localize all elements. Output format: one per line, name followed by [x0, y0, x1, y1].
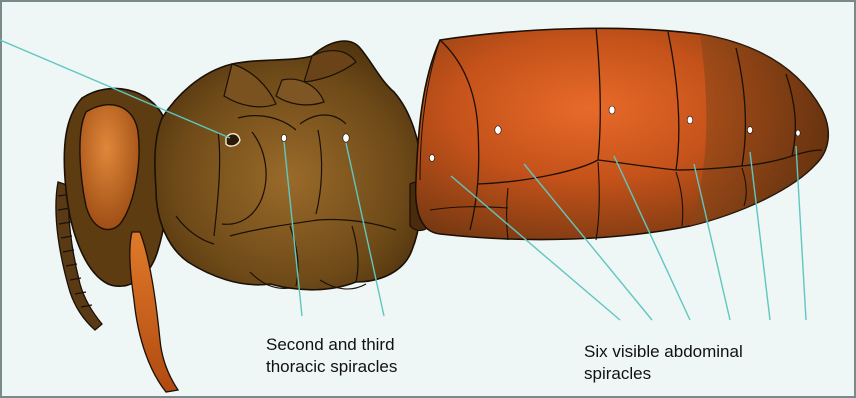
- thoracic-spiracle-2: [281, 134, 286, 141]
- thoracic-spiracles-label: Second and third thoracic spiracles: [266, 334, 397, 378]
- thoracic-label-line2: thoracic spiracles: [266, 356, 397, 378]
- abdominal-spiracles-label: Six visible abdominal spiracles: [584, 341, 743, 385]
- abdominal-spiracle-5: [747, 127, 752, 134]
- abdomen: [416, 28, 829, 240]
- abdominal-spiracle-3: [609, 106, 615, 114]
- abdominal-spiracle-1: [429, 155, 434, 162]
- head: [64, 88, 169, 286]
- thoracic-label-line1: Second and third: [266, 334, 397, 356]
- thoracic-spiracle-3: [343, 134, 349, 142]
- abdominal-label-line1: Six visible abdominal: [584, 341, 743, 363]
- thoracic-spiracle-1: [226, 134, 240, 146]
- thorax: [155, 41, 423, 290]
- abdominal-label-line2: spiracles: [584, 363, 743, 385]
- abdominal-spiracle-6: [796, 130, 800, 136]
- abdominal-spiracle-2: [495, 126, 501, 134]
- abdominal-spiracle-4: [687, 116, 693, 124]
